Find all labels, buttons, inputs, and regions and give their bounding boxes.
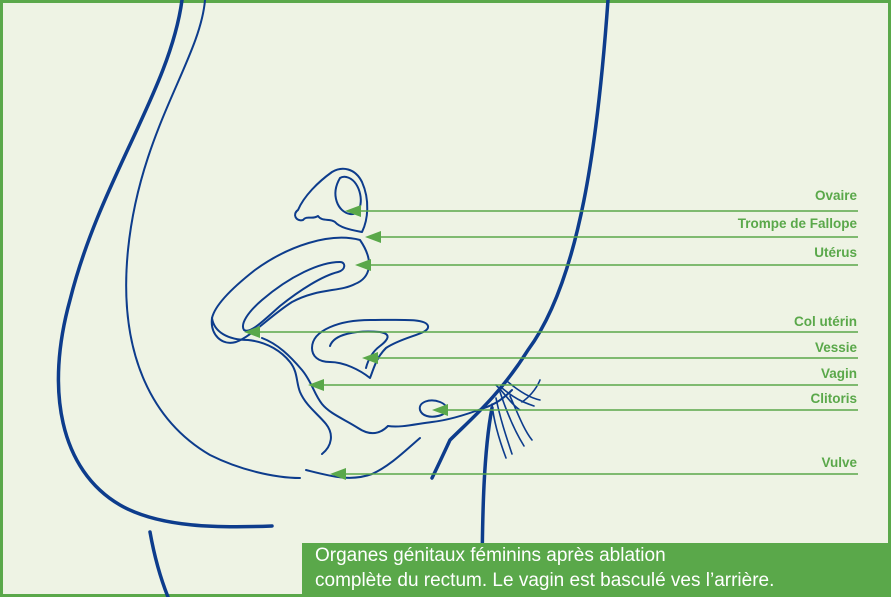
label-ovaire: Ovaire: [815, 188, 857, 203]
arrowhead-clitoris: [432, 404, 448, 416]
back-outline: [58, 0, 272, 527]
fallopian-tube-shape: [295, 169, 367, 232]
arrowhead-trompe: [365, 231, 381, 243]
label-trompe: Trompe de Fallope: [738, 216, 857, 231]
uterus-cavity: [243, 262, 344, 331]
arrowhead-ovaire: [345, 205, 361, 217]
label-vagin: Vagin: [821, 366, 857, 381]
arrowhead-vessie: [362, 352, 378, 364]
abdomen-outline: [432, 0, 608, 478]
arrowhead-uterus: [355, 259, 371, 271]
caption-line-2: complète du rectum. Le vagin est basculé…: [315, 568, 891, 593]
leg-outline: [150, 532, 168, 597]
arrowhead-vagin: [308, 379, 324, 391]
label-col-uterin: Col utérin: [794, 314, 857, 329]
label-uterus: Utérus: [814, 245, 857, 260]
label-vessie: Vessie: [815, 340, 857, 355]
sacrum-line: [126, 0, 300, 478]
arrowhead-vulve: [330, 468, 346, 480]
caption-line-1: Organes génitaux féminins après ablation: [315, 543, 891, 568]
figure-caption: Organes génitaux féminins après ablation…: [302, 543, 891, 597]
label-vulve: Vulve: [821, 455, 857, 470]
label-clitoris: Clitoris: [810, 391, 857, 406]
vulva-shape: [306, 438, 420, 478]
uterus-outer: [212, 238, 369, 343]
bladder-shape: [312, 320, 428, 378]
